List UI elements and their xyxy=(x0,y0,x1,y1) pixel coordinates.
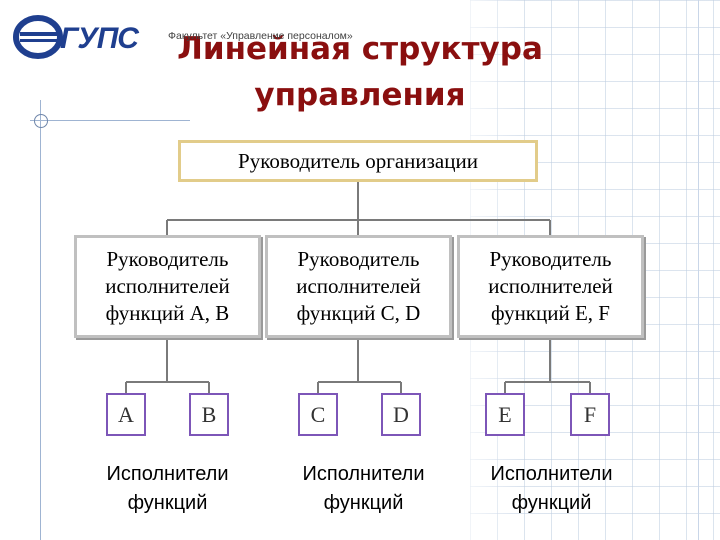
executor-box-c: C xyxy=(298,393,338,436)
logo-emblem-icon xyxy=(13,15,63,59)
executor-box-d: D xyxy=(381,393,421,436)
manager-box-ef: Руководитель исполнителей функций E, F xyxy=(457,235,644,338)
executor-label-a: A xyxy=(118,401,134,427)
margin-line xyxy=(40,100,41,540)
executor-box-b: B xyxy=(189,393,229,436)
executor-box-e: E xyxy=(485,393,525,436)
executor-caption-1: Исполнители функций xyxy=(106,463,229,514)
margin-circle-icon xyxy=(34,114,48,128)
executor-box-a: A xyxy=(106,393,146,436)
executor-label-e: E xyxy=(498,401,512,427)
title-line-1: Линейная структура xyxy=(177,31,543,67)
manager-box-ab: Руководитель исполнителей функций A, B xyxy=(74,235,261,338)
logo-text: ГУПС xyxy=(60,22,139,55)
executor-label-c: C xyxy=(310,401,326,427)
margin-line-horizontal xyxy=(30,120,190,121)
manager-label-ab: Руководитель исполнителей функций A, B xyxy=(105,247,230,325)
margin-line-right xyxy=(698,0,699,540)
manager-label-cd: Руководитель исполнителей функций C, D xyxy=(296,247,421,325)
executor-caption-2: Исполнители функций xyxy=(302,463,425,514)
executor-label-f: F xyxy=(583,401,597,427)
logo: ГУПС xyxy=(12,14,140,60)
root-label: Руководитель организации xyxy=(238,148,478,173)
executor-caption-3: Исполнители функций xyxy=(490,463,613,514)
root-box: Руководитель организации xyxy=(178,140,538,182)
faculty-caption: Факультет «Управление персоналом» xyxy=(168,30,353,42)
executor-box-f: F xyxy=(570,393,610,436)
executor-label-b: B xyxy=(201,401,217,427)
manager-box-cd: Руководитель исполнителей функций C, D xyxy=(265,235,452,338)
executor-label-d: D xyxy=(393,401,409,427)
title-line-2: управления xyxy=(254,77,466,113)
page-title: Линейная структура управления xyxy=(100,26,620,118)
manager-label-ef: Руководитель исполнителей функций E, F xyxy=(488,247,613,325)
